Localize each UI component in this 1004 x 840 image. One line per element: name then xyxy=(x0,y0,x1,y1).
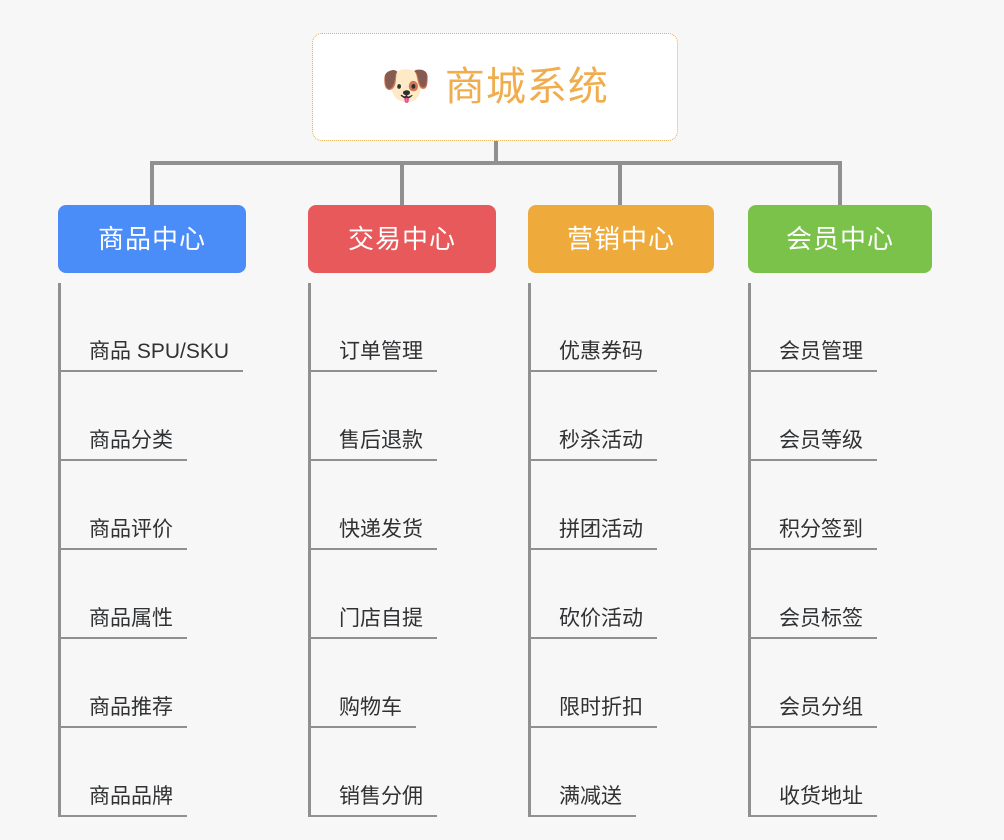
leaf-item[interactable]: 购物车 xyxy=(311,639,496,728)
leaf-item[interactable]: 订单管理 xyxy=(311,283,496,372)
leaf-item[interactable]: 商品分类 xyxy=(61,372,246,461)
leaf-label: 销售分佣 xyxy=(325,785,437,817)
leaf-item[interactable]: 快递发货 xyxy=(311,461,496,550)
leaf-label: 购物车 xyxy=(325,696,416,728)
leaf-label: 快递发货 xyxy=(325,518,437,550)
connector-drop-4 xyxy=(838,161,842,207)
leaf-label: 商品品牌 xyxy=(75,785,187,817)
branch-header-product-center[interactable]: 商品中心 xyxy=(58,205,246,273)
leaf-label: 订单管理 xyxy=(325,340,437,372)
branch-member-center: 会员中心 会员管理 会员等级 积分签到 会员标签 会员分组 收货地址 xyxy=(748,205,932,817)
root-title: 商城系统 xyxy=(444,65,609,109)
leaf-label: 优惠券码 xyxy=(545,340,657,372)
leaf-label: 砍价活动 xyxy=(545,607,657,639)
leaf-item[interactable]: 拼团活动 xyxy=(531,461,714,550)
leaf-item[interactable]: 满减送 xyxy=(531,728,714,817)
connector-drop-3 xyxy=(618,161,622,207)
leaf-label: 会员管理 xyxy=(765,340,877,372)
leaf-list-member-center: 会员管理 会员等级 积分签到 会员标签 会员分组 收货地址 xyxy=(748,283,932,817)
leaf-label: 商品推荐 xyxy=(75,696,187,728)
leaf-item[interactable]: 砍价活动 xyxy=(531,550,714,639)
branch-trade-center: 交易中心 订单管理 售后退款 快递发货 门店自提 购物车 销售分佣 xyxy=(308,205,496,817)
leaf-label: 商品 SPU/SKU xyxy=(75,340,244,372)
leaf-list-product-center: 商品 SPU/SKU 商品分类 商品评价 商品属性 商品推荐 商品品牌 xyxy=(58,283,246,817)
leaf-label: 会员等级 xyxy=(765,429,877,461)
connector-drop-2 xyxy=(400,161,404,207)
leaf-item[interactable]: 会员等级 xyxy=(751,372,932,461)
leaf-label: 商品分类 xyxy=(75,429,187,461)
branch-product-center: 商品中心 商品 SPU/SKU 商品分类 商品评价 商品属性 商品推荐 商品品牌 xyxy=(58,205,246,817)
leaf-item[interactable]: 门店自提 xyxy=(311,550,496,639)
leaf-label: 会员标签 xyxy=(765,607,877,639)
root-node[interactable]: 🐶 商城系统 xyxy=(312,33,678,141)
leaf-list-trade-center: 订单管理 售后退款 快递发货 门店自提 购物车 销售分佣 xyxy=(308,283,496,817)
leaf-label: 售后退款 xyxy=(325,429,437,461)
leaf-item[interactable]: 售后退款 xyxy=(311,372,496,461)
leaf-item[interactable]: 限时折扣 xyxy=(531,639,714,728)
leaf-list-marketing-center: 优惠券码 秒杀活动 拼团活动 砍价活动 限时折扣 满减送 xyxy=(528,283,714,817)
leaf-item[interactable]: 销售分佣 xyxy=(311,728,496,817)
branch-marketing-center: 营销中心 优惠券码 秒杀活动 拼团活动 砍价活动 限时折扣 满减送 xyxy=(528,205,714,817)
branch-header-member-center[interactable]: 会员中心 xyxy=(748,205,932,273)
shiba-dog-face-icon: 🐶 xyxy=(381,64,431,108)
leaf-label: 限时折扣 xyxy=(545,696,657,728)
leaf-item[interactable]: 会员管理 xyxy=(751,283,932,372)
branch-header-marketing-center[interactable]: 营销中心 xyxy=(528,205,714,273)
leaf-item[interactable]: 商品 SPU/SKU xyxy=(61,283,246,372)
branch-header-trade-center[interactable]: 交易中心 xyxy=(308,205,496,273)
leaf-label: 门店自提 xyxy=(325,607,437,639)
leaf-item[interactable]: 商品品牌 xyxy=(61,728,246,817)
leaf-label: 秒杀活动 xyxy=(545,429,657,461)
leaf-label: 收货地址 xyxy=(765,785,877,817)
connector-root-stem xyxy=(494,141,498,164)
leaf-label: 拼团活动 xyxy=(545,518,657,550)
connector-drop-1 xyxy=(150,161,154,207)
leaf-item[interactable]: 商品评价 xyxy=(61,461,246,550)
leaf-label: 商品评价 xyxy=(75,518,187,550)
leaf-item[interactable]: 积分签到 xyxy=(751,461,932,550)
leaf-item[interactable]: 收货地址 xyxy=(751,728,932,817)
leaf-item[interactable]: 优惠券码 xyxy=(531,283,714,372)
leaf-item[interactable]: 商品属性 xyxy=(61,550,246,639)
leaf-item[interactable]: 会员标签 xyxy=(751,550,932,639)
leaf-label: 会员分组 xyxy=(765,696,877,728)
leaf-item[interactable]: 会员分组 xyxy=(751,639,932,728)
leaf-label: 商品属性 xyxy=(75,607,187,639)
connector-horizontal-bus xyxy=(150,161,840,165)
leaf-item[interactable]: 商品推荐 xyxy=(61,639,246,728)
leaf-item[interactable]: 秒杀活动 xyxy=(531,372,714,461)
leaf-label: 满减送 xyxy=(545,785,636,817)
leaf-label: 积分签到 xyxy=(765,518,877,550)
